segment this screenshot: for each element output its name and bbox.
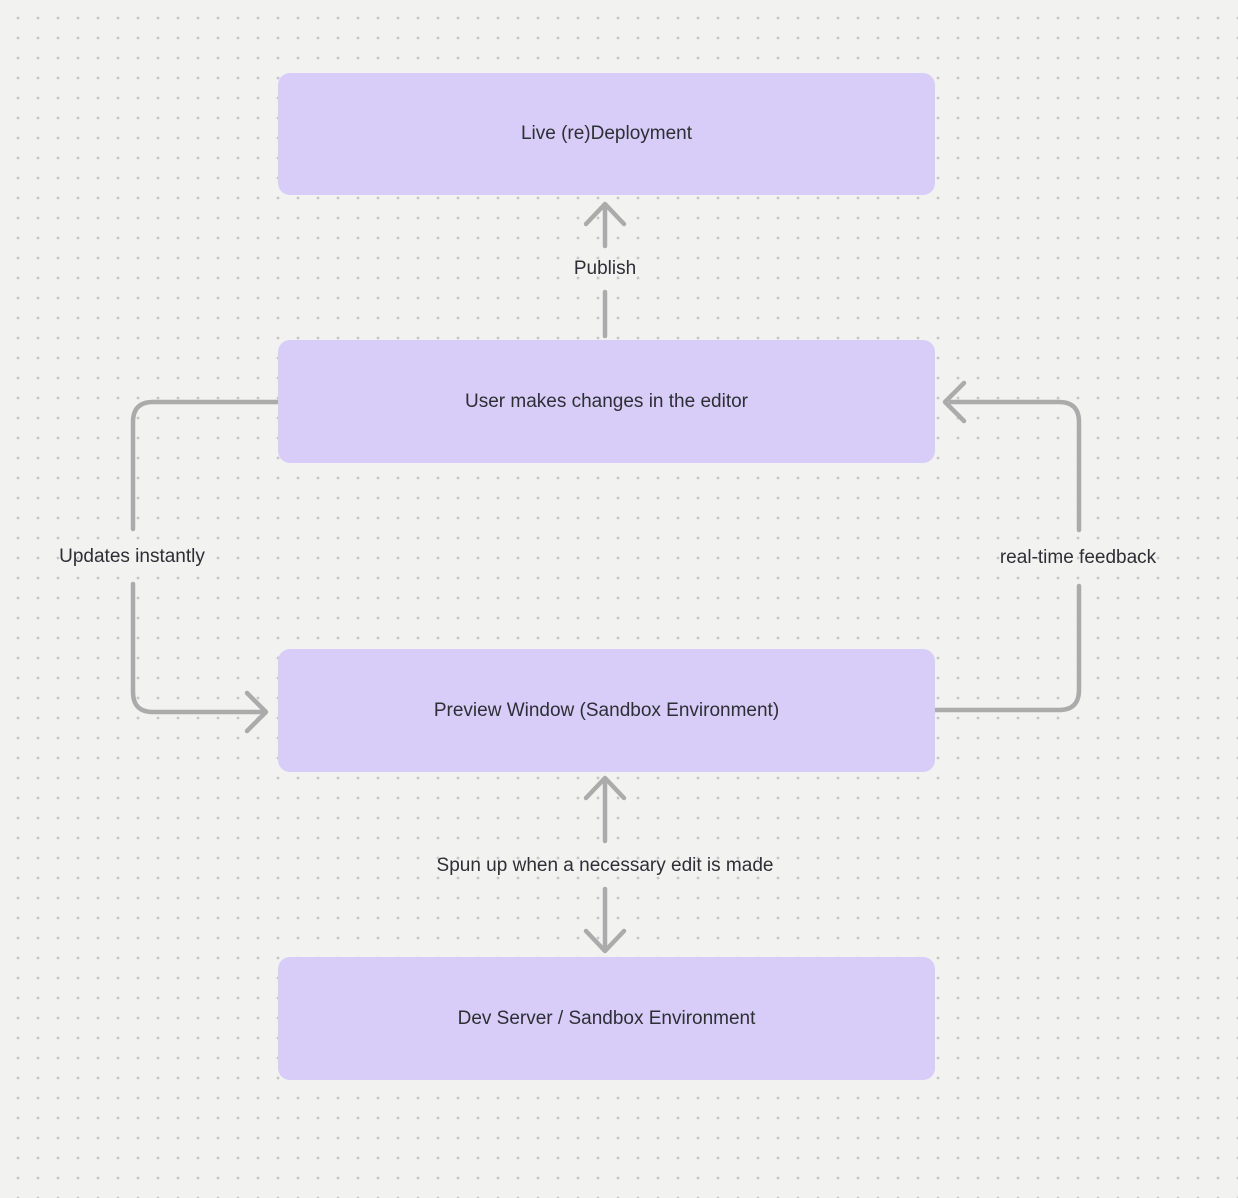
- edge-label-updates-instantly: Updates instantly: [59, 546, 205, 567]
- edge-label-sandbox-sync: Spun up when a necessary edit is made: [436, 855, 774, 876]
- node-preview-window[interactable]: Preview Window (Sandbox Environment): [278, 649, 935, 772]
- arrow-shaft: [948, 399, 1082, 533]
- updates-instantly-arrow: [130, 399, 281, 734]
- arrowhead-up-icon: [583, 201, 627, 227]
- edge-label-publish: Publish: [573, 258, 637, 279]
- real-time-feedback-arrow: [932, 380, 1082, 713]
- sandbox-sync-arrow: [583, 775, 627, 954]
- arrowhead-down-icon: [583, 928, 627, 954]
- arrowhead-left-icon: [942, 380, 967, 424]
- node-label: Dev Server / Sandbox Environment: [457, 1007, 756, 1029]
- node-live-redeployment[interactable]: Live (re)Deployment: [278, 73, 935, 195]
- node-dev-server[interactable]: Dev Server / Sandbox Environment: [278, 957, 935, 1080]
- node-label: Live (re)Deployment: [520, 123, 693, 144]
- node-label: Preview Window (Sandbox Environment): [433, 699, 780, 721]
- node-user-editor[interactable]: User makes changes in the editor: [278, 340, 935, 463]
- edge-label-real-time-feedback: real-time feedback: [999, 547, 1157, 568]
- arrow-shaft: [130, 399, 281, 532]
- arrowhead-right-icon: [244, 690, 269, 734]
- publish-arrow: [583, 201, 627, 339]
- node-label: User makes changes in the editor: [464, 390, 749, 412]
- arrow-shaft: [932, 583, 1082, 713]
- arrow-shaft: [130, 581, 264, 715]
- arrowhead-up-icon: [583, 775, 627, 801]
